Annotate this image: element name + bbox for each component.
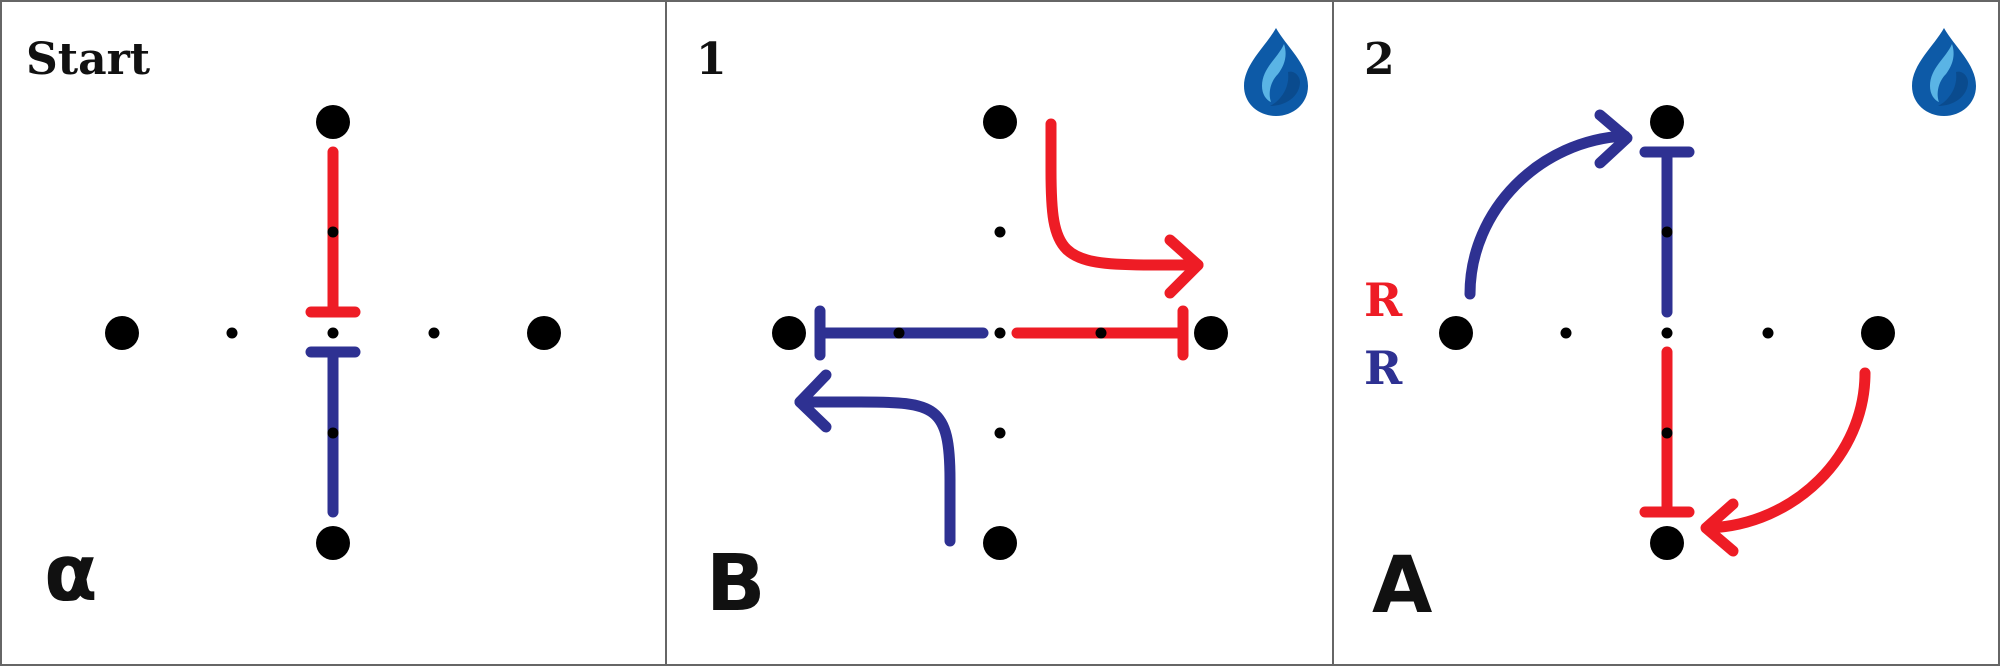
large-dot: [316, 105, 350, 139]
large-dot: [1650, 105, 1684, 139]
small-dot: [428, 327, 440, 339]
large-dot: [1650, 526, 1684, 560]
small-dot: [994, 226, 1006, 238]
panel-title: Start: [26, 34, 151, 85]
panel-start: Start α: [26, 34, 561, 619]
small-dot: [893, 327, 905, 339]
panel-label: B: [706, 539, 765, 629]
large-dot: [1194, 316, 1228, 350]
water-drop-icon: [1244, 28, 1308, 116]
large-dot: [983, 105, 1017, 139]
small-dot: [994, 427, 1006, 439]
red-arrow: [1045, 118, 1204, 299]
large-dot: [316, 526, 350, 560]
small-dot: [327, 226, 339, 238]
large-dot: [983, 526, 1017, 560]
red-arrow: [1700, 367, 1871, 557]
large-dot: [772, 316, 806, 350]
small-dot: [1661, 226, 1673, 238]
panel-title: 2: [1364, 34, 1395, 85]
large-dot: [1861, 316, 1895, 350]
side-label-blue: R: [1364, 341, 1403, 395]
small-dot: [1661, 327, 1673, 339]
blue-arrow: [794, 369, 956, 547]
panel-1: 1 B: [696, 28, 1308, 629]
small-dot: [226, 327, 238, 339]
large-dot: [1439, 316, 1473, 350]
large-dot: [105, 316, 139, 350]
panel-title: 1: [696, 34, 727, 85]
side-label-red: R: [1364, 273, 1403, 327]
panel-2: 2 R R A: [1364, 28, 1976, 631]
large-dot: [527, 316, 561, 350]
water-drop-icon: [1912, 28, 1976, 116]
blue-arrow: [1464, 109, 1633, 300]
small-dot: [327, 327, 339, 339]
small-dot: [1095, 327, 1107, 339]
small-dot: [994, 327, 1006, 339]
panel-label: A: [1372, 541, 1432, 631]
small-dot: [1762, 327, 1774, 339]
panel-label: α: [44, 529, 98, 619]
small-dot: [1661, 427, 1673, 439]
small-dot: [327, 427, 339, 439]
small-dot: [1560, 327, 1572, 339]
